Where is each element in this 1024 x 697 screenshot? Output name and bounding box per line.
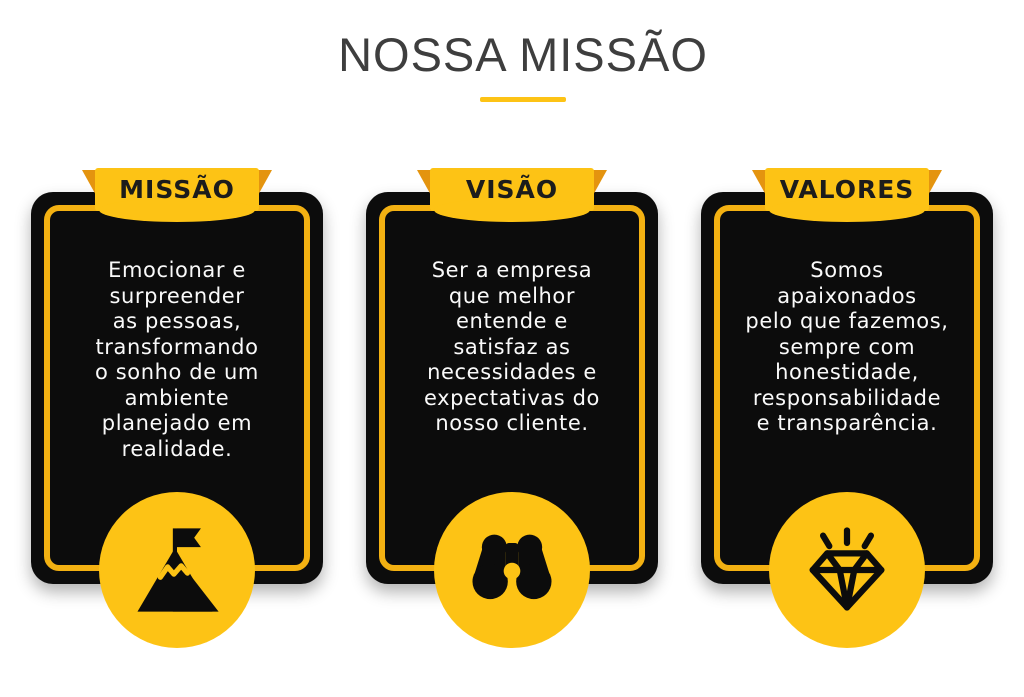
ribbon-fold-right [927,170,942,197]
ribbon-label: MISSÃO [119,175,235,204]
card-valores-text: Somos apaixonados pelo que fazemos, semp… [745,258,949,435]
ribbon-label: VALORES [779,175,915,204]
ribbon-label: VISÃO [465,175,559,204]
ribbon-missao: MISSÃO [82,168,272,222]
ribbon-fold-right [257,170,272,197]
card-valores: VALORES Somos apaixonados pelo que fazem… [701,168,993,648]
card-missao-text: Emocionar e surpreender as pessoas, tran… [95,258,259,461]
page-title: NOSSA MISSÃO [338,28,708,81]
binoculars-icon [472,534,552,600]
title-divider [480,97,566,102]
diamond-icon [809,527,885,611]
ribbon-band: VISÃO [430,168,594,222]
ribbon-visao: VISÃO [417,168,607,222]
cards-row: MISSÃO Emocionar e surpreender as pessoa… [31,168,993,648]
mountain-flag-icon [137,528,219,612]
ribbon-band: VALORES [765,168,929,222]
card-visao: VISÃO Ser a empresa que melhor entende e… [366,168,658,648]
badge-circle [769,492,925,648]
card-missao: MISSÃO Emocionar e surpreender as pessoa… [31,168,323,648]
badge-circle [99,492,255,648]
ribbon-fold-right [592,170,607,197]
ribbon-band: MISSÃO [95,168,259,222]
card-visao-text: Ser a empresa que melhor entende e satis… [423,258,601,435]
badge-circle [434,492,590,648]
ribbon-valores: VALORES [752,168,942,222]
